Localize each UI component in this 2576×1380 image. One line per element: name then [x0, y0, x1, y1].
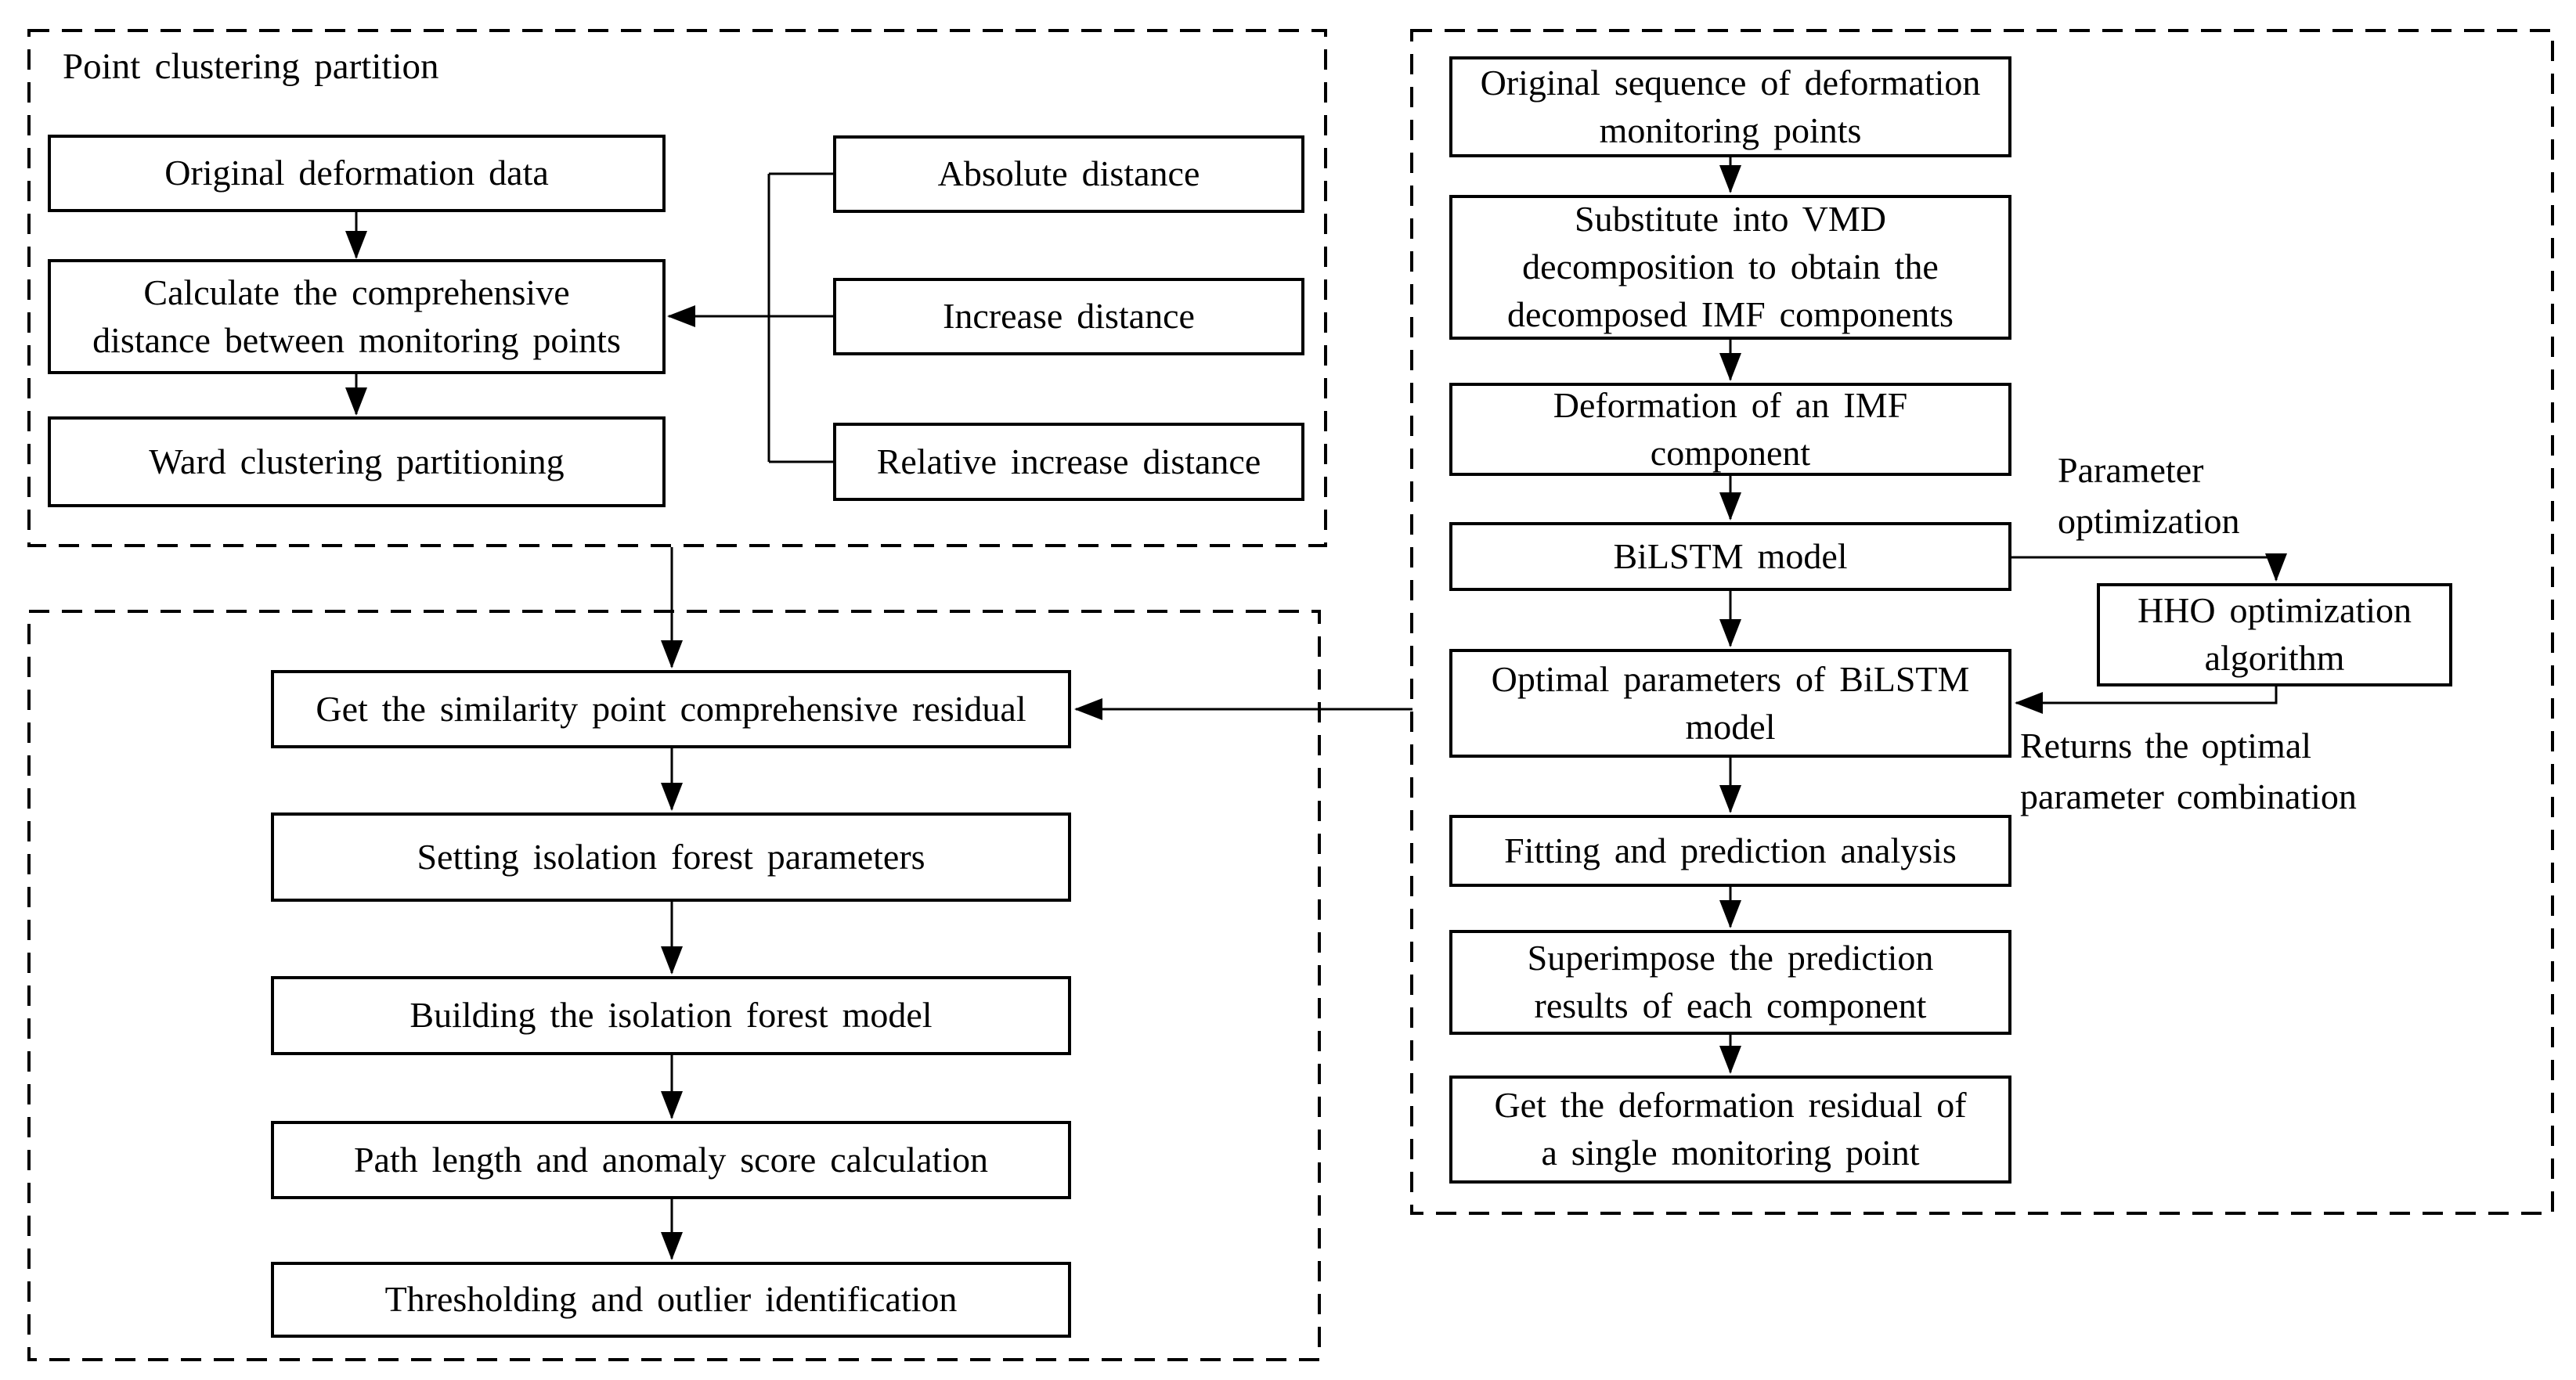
box-fitting-prediction-analysis: Fitting and prediction analysis — [1449, 815, 2011, 887]
box-building-isolation-forest-model: Building the isolation forest model — [271, 976, 1071, 1055]
box-hho-optimization-algorithm: HHO optimization algorithm — [2097, 583, 2452, 686]
arrow-hho-to-optimal — [2015, 686, 2278, 714]
box-original-deformation-data: Original deformation data — [48, 135, 666, 212]
edge-label-returns-optimal-parameter: Returns the optimal parameter combinatio… — [2020, 726, 2357, 817]
box-absolute-distance: Absolute distance — [833, 135, 1304, 213]
box-superimpose-prediction-results: Superimpose the prediction results of ea… — [1449, 930, 2011, 1035]
box-relative-increase-distance: Relative increase distance — [833, 423, 1304, 501]
box-setting-isolation-forest-parameters: Setting isolation forest parameters — [271, 813, 1071, 902]
box-calculate-comprehensive-distance: Calculate the comprehensive distance bet… — [48, 259, 666, 374]
box-thresholding-outlier-identification: Thresholding and outlier identification — [271, 1262, 1071, 1338]
box-original-sequence: Original sequence of deformation monitor… — [1449, 56, 2011, 157]
box-ward-clustering-partitioning: Ward clustering partitioning — [48, 416, 666, 507]
box-bilstm-model: BiLSTM model — [1449, 522, 2011, 591]
box-similarity-comprehensive-residual: Get the similarity point comprehensive r… — [271, 670, 1071, 748]
panel-isolation-forest — [27, 610, 1321, 1361]
box-deformation-residual-single-point: Get the deformation residual of a single… — [1449, 1076, 2011, 1184]
panel-title-point-clustering-partition: Point clustering partition — [63, 46, 439, 87]
box-vmd-decomposition: Substitute into VMD decomposition to obt… — [1449, 195, 2011, 340]
box-deformation-imf-component: Deformation of an IMF component — [1449, 383, 2011, 476]
panel-point-clustering-partition — [27, 29, 1327, 547]
box-optimal-parameters-bilstm: Optimal parameters of BiLSTM model — [1449, 649, 2011, 758]
panel-vmd-bilstm-prediction — [1410, 29, 2554, 1215]
arrow-bilstm-to-hho — [2011, 553, 2287, 582]
box-path-length-anomaly-score: Path length and anomaly score calculatio… — [271, 1121, 1071, 1199]
edge-label-parameter-optimization: Parameter optimization — [2058, 450, 2240, 542]
box-increase-distance: Increase distance — [833, 278, 1304, 355]
